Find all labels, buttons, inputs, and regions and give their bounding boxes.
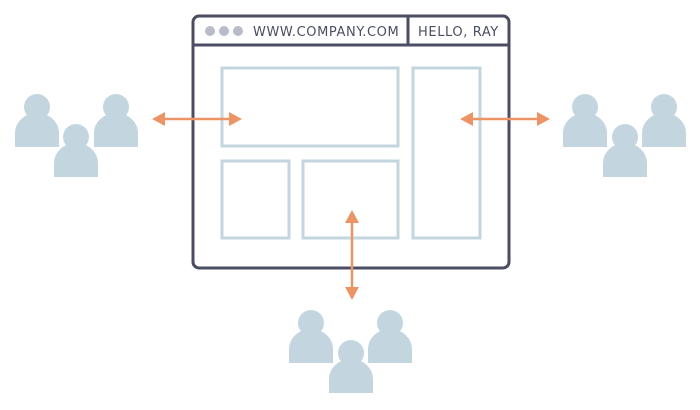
- window-dots-icon: [205, 26, 243, 36]
- user-greeting[interactable]: HELLO, RAY: [418, 25, 499, 40]
- double-arrow-icon-left: [152, 112, 242, 126]
- double-arrow-icon-down: [345, 210, 359, 300]
- browser-window: WWW.COMPANY.COM HELLO, RAY: [191, 14, 511, 270]
- user-group-icon-left: [15, 94, 138, 177]
- user-group-icon-bottom: [289, 310, 412, 393]
- content-panel-hero: [220, 66, 400, 148]
- content-panel-small: [220, 159, 291, 240]
- content-panel-sidebar: [411, 66, 482, 240]
- address-bar-url[interactable]: WWW.COMPANY.COM: [253, 25, 399, 40]
- double-arrow-icon-right: [460, 112, 550, 126]
- content-panel-medium: [301, 159, 400, 240]
- user-group-icon-right: [563, 94, 686, 177]
